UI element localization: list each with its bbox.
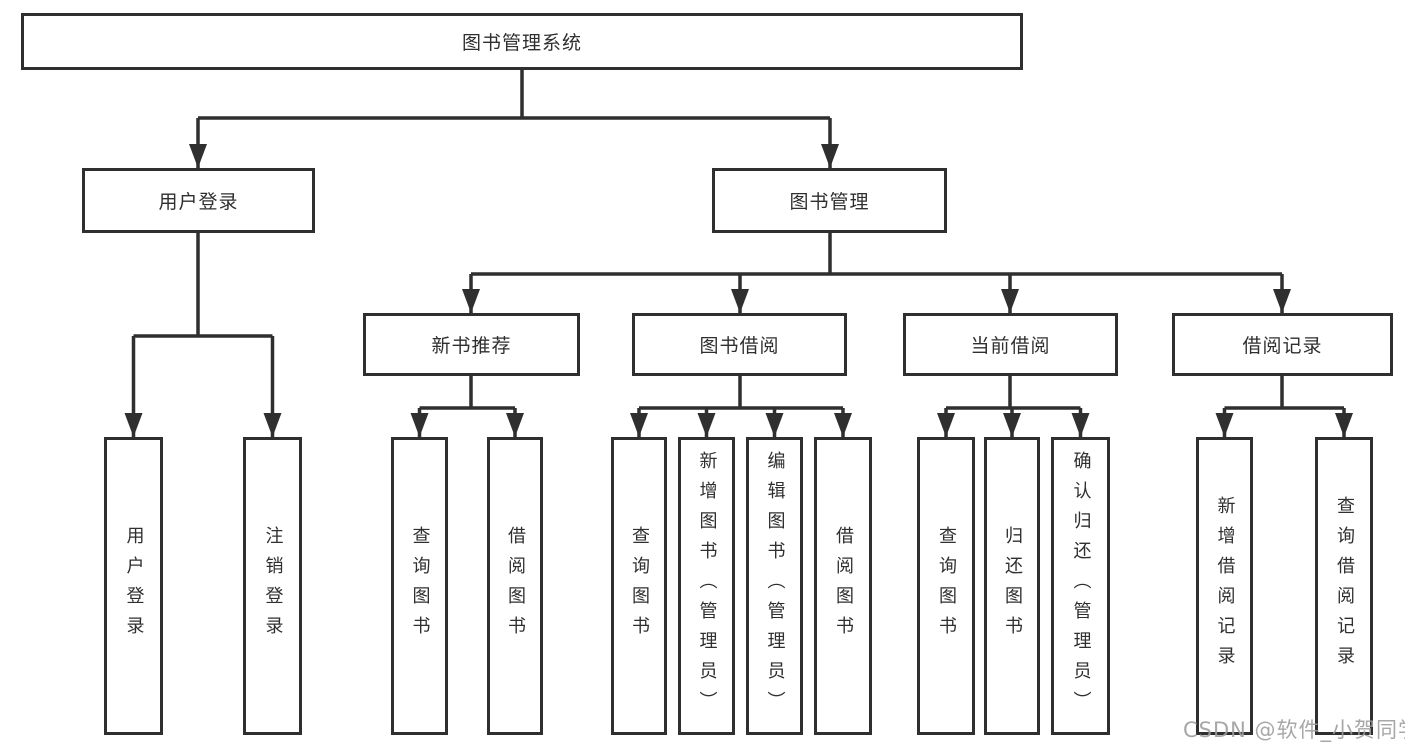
leaf-add-borrow-record: 新增借阅记录 [1196,437,1253,735]
node-book-management: 图书管理 [712,168,947,233]
node-current-borrowing: 当前借阅 [903,313,1118,376]
node-book-borrowing: 图书借阅 [632,313,847,376]
csdn-watermark: CSDN @软件_小贺同学 [1183,718,1405,742]
leaf-add-book-admin: 新增图书（管理员） [678,437,735,735]
leaf-logout: 注销登录 [243,437,302,735]
node-library-management-system: 图书管理系统 [21,13,1023,70]
leaf-query-borrow-record: 查询借阅记录 [1315,437,1373,735]
leaf-confirm-return-admin: 确认归还（管理员） [1051,437,1110,735]
node-new-book-recommend: 新书推荐 [363,313,580,376]
node-borrowing-records: 借阅记录 [1172,313,1393,376]
leaf-query-books-recommend: 查询图书 [391,437,448,735]
leaf-edit-book-admin: 编辑图书（管理员） [746,437,803,735]
arrowheads [124,144,1353,437]
leaf-query-books-borrowing: 查询图书 [611,437,667,735]
leaf-user-login: 用户登录 [104,437,163,735]
leaf-borrow-books: 借阅图书 [814,437,872,735]
node-user-login: 用户登录 [82,168,315,233]
leaf-query-books-current: 查询图书 [917,437,975,735]
leaf-borrow-books-recommend: 借阅图书 [487,437,543,735]
leaf-return-books: 归还图书 [984,437,1040,735]
